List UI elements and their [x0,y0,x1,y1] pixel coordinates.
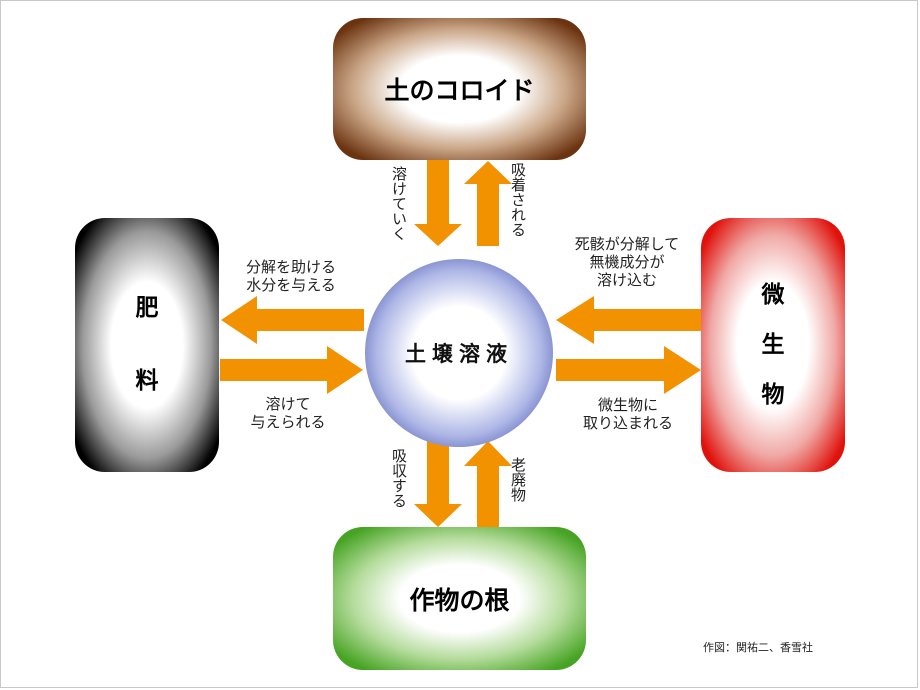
arrow-solution-to-microbe [556,346,701,394]
soil-solution-label: 土壌溶液 [405,342,513,366]
label-line: 溶けて [265,395,311,413]
fertilizer-label-char: 肥 [135,295,159,321]
arrow-solution-to-fertilizer [221,296,364,344]
crop-root-label: 作物の根 [409,585,510,615]
label-line: 微生物に [597,396,658,414]
microbe-label-char: 物 [761,381,785,408]
label-root-to-solution: 老廃物 [509,457,527,502]
label-fertilizer-to-solution: 溶けて 与えられる [236,395,340,431]
fertilizer-label-char: 料 [135,368,159,394]
label-line: 死骸が分解して [574,235,680,253]
microbe-label-char: 微 [761,281,785,308]
label-microbe-to-solution: 死骸が分解して 無機成分が 溶け込む [566,235,688,289]
label-solution-to-root: 吸収する [390,448,408,508]
soil-colloid-label: 土のコロイド [384,76,535,105]
arrow-root-to-solution [464,441,512,527]
arrow-microbe-to-solution [556,296,701,344]
arrow-colloid-to-solution [414,160,462,246]
arrow-solution-to-colloid [464,161,512,246]
figure-credit: 作図：関祐二、香雪社 [703,641,813,654]
label-line: 溶け込む [596,271,657,289]
microbe-box: 微 生 物 [701,218,845,472]
label-line: 水分を与える [246,276,336,294]
soil-solution-circle: 土壌溶液 [365,259,553,447]
arrow-solution-to-root [414,440,462,527]
fertilizer-box: 肥 料 [75,218,219,472]
label-line: 取り込まれる [582,414,673,432]
label-solution-to-colloid: 吸着される [509,162,527,237]
microbe-label-char: 生 [761,331,785,358]
arrow-fertilizer-to-solution [220,346,363,394]
label-colloid-to-solution: 溶けていく [390,166,408,241]
label-line: 分解を助ける [245,258,336,276]
crop-root-box: 作物の根 [333,527,586,670]
label-line: 与えられる [250,413,326,431]
label-solution-to-fertilizer: 分解を助ける 水分を与える [232,258,350,294]
soil-colloid-box: 土のコロイド [333,18,586,160]
label-solution-to-microbe: 微生物に 取り込まれる [570,396,686,432]
label-line: 無機成分が [589,253,665,271]
